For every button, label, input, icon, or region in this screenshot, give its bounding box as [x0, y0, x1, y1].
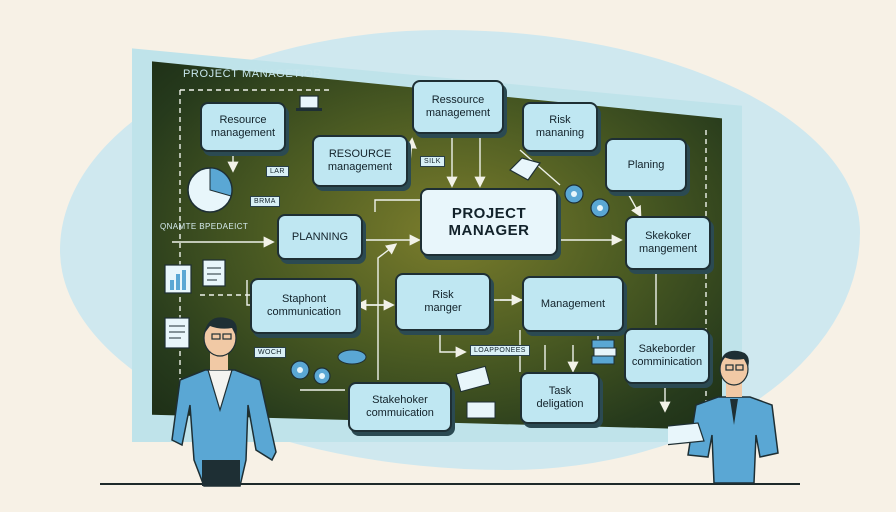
person-left-icon [171, 317, 277, 487]
stack-icon [591, 339, 617, 365]
person-right-icon [668, 350, 779, 484]
node-resource-management-3: Ressource management [412, 80, 504, 134]
diamond-icon [509, 157, 541, 181]
node-project-manager: PROJECT MANAGER [420, 188, 558, 256]
tag-silk: SILK [420, 156, 445, 167]
tag-lar: LAR [266, 166, 289, 177]
tag-loapponees: LOAPPONEES [470, 345, 530, 356]
presenter-right [668, 350, 779, 484]
node-task-deligation: Task deligation [520, 372, 600, 424]
pie-chart-icon [187, 167, 233, 213]
node-stakehoker-commuication: Stakehoker commuication [348, 382, 452, 432]
node-risk-manger: Risk manger [395, 273, 491, 331]
node-resource-management-2: RESOURCE management [312, 135, 408, 187]
node-risk-mananing: Risk mananing [522, 102, 598, 152]
document-icon [164, 317, 190, 349]
board-title: PROJECT MANAGETIOR [183, 68, 322, 80]
presenter-left [171, 317, 277, 487]
node-skekoker-mangement: Skekoker mangement [625, 216, 711, 270]
label-qnamte-bpedaeict: QNAMTE BPEDAEICT [160, 222, 249, 231]
tag-woch: WOCH [254, 347, 286, 358]
bar-chart-icon [164, 264, 192, 294]
node-planing: Planing [605, 138, 687, 192]
clipboard-icon [202, 259, 226, 287]
cloud-icon [337, 349, 367, 365]
node-staphont-communication: Staphont communication [250, 278, 358, 334]
node-management: Management [522, 276, 624, 332]
file-stack-icon [455, 365, 496, 419]
node-planning: PLANNING [277, 214, 363, 260]
node-sakeborder-comminication: Sakeborder comminication [624, 328, 710, 384]
floor-line [100, 483, 800, 485]
gear-icon [290, 184, 610, 385]
node-resource-management-1: Resource management [200, 102, 286, 152]
tag-brma: BRMA [250, 196, 280, 207]
laptop-icon [296, 95, 322, 111]
